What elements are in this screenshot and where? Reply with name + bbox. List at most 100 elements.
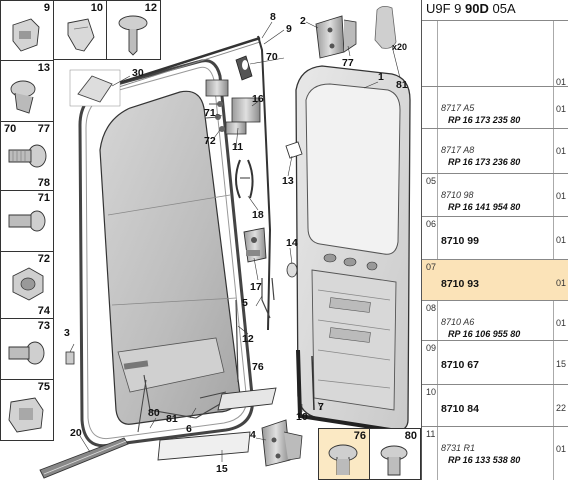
row-code: 8710 A6 (441, 317, 475, 327)
row-index: 08 (426, 303, 437, 313)
rivet-icon (380, 445, 408, 476)
callout-76[interactable]: 76 (252, 361, 264, 373)
callout-81[interactable]: 81 (396, 79, 408, 91)
callout-71[interactable]: 71 (204, 107, 216, 119)
callout-30[interactable]: 30 (132, 67, 144, 79)
row-reference[interactable]: RP 16 173 235 80 (448, 115, 521, 125)
callout-15[interactable]: 15 (216, 463, 228, 475)
part-number-76: 76 (353, 430, 366, 442)
callout-12[interactable]: 12 (242, 333, 254, 345)
callout-11[interactable]: 11 (232, 141, 244, 153)
table-row[interactable]: 08 8710 A6 RP 16 106 955 80 01 (422, 300, 568, 340)
callout-4[interactable]: 4 (250, 429, 256, 441)
row-reference[interactable]: RP 16 173 236 80 (448, 157, 521, 167)
callout-70[interactable]: 70 (266, 51, 278, 63)
door-exploded-view (39, 6, 411, 479)
table-row[interactable]: 01 (422, 20, 568, 87)
callout-72[interactable]: 72 (204, 135, 216, 147)
row-quantity: 01 (556, 146, 567, 156)
table-divider (437, 20, 438, 480)
callout-7[interactable]: 7 (318, 401, 324, 413)
row-quantity: 15 (556, 359, 567, 369)
row-reference[interactable]: RP 16 106 955 80 (448, 329, 521, 339)
part-number-12: 12 (144, 2, 157, 14)
callout-1[interactable]: 1 (378, 71, 384, 83)
row-code: 8731 R1 (441, 443, 476, 453)
thumb-part-10[interactable]: 10 (53, 0, 107, 60)
callout-6[interactable]: 6 (186, 423, 192, 435)
part-number-75: 75 (37, 381, 50, 393)
row-code: 8710 84 (441, 403, 479, 415)
callout-8[interactable]: 8 (270, 11, 276, 23)
part-number-77: 77 (37, 123, 50, 135)
row-index: 05 (426, 176, 437, 186)
part-number-80: 80 (404, 430, 417, 442)
part-number-73: 73 (37, 320, 50, 332)
row-code: 8710 99 (441, 235, 479, 247)
callout-80[interactable]: 80 (148, 407, 160, 419)
row-index: 06 (426, 219, 437, 229)
callout-18[interactable]: 18 (252, 209, 264, 221)
leader-lines (69, 21, 401, 462)
part-number-13: 13 (37, 62, 50, 74)
thumb-part-72-74[interactable]: 72 74 (0, 251, 54, 319)
thumb-part-73[interactable]: 73 (0, 318, 54, 380)
row-code: 8710 93 (441, 278, 479, 290)
table-row[interactable]: 8717 A8 RP 16 173 236 80 01 (422, 128, 568, 173)
callout-16[interactable]: 16 (252, 93, 264, 105)
row-quantity: 01 (556, 278, 567, 288)
callout-20[interactable]: 20 (70, 427, 82, 439)
callout-3[interactable]: 3 (64, 327, 70, 339)
thumb-part-12[interactable]: 12 (106, 0, 161, 60)
callout-9[interactable]: 9 (286, 23, 292, 35)
part-number-78: 78 (37, 177, 50, 189)
callout-10[interactable]: 10 (296, 411, 308, 423)
thumb-part-70-77-78[interactable]: 70 77 78 (0, 121, 54, 191)
row-quantity: 01 (556, 318, 567, 328)
row-index: 09 (426, 343, 437, 353)
thumb-part-9[interactable]: 9 (0, 0, 54, 61)
callout-x20: x20 (392, 42, 408, 52)
hinge-assembly (205, 79, 261, 135)
grommet-icon (10, 80, 36, 114)
callout-14[interactable]: 14 (286, 237, 298, 249)
thumb-part-76[interactable]: 76 (318, 428, 370, 480)
thumb-part-71[interactable]: 71 (0, 190, 54, 252)
thumb-part-13[interactable]: 13 (0, 60, 54, 122)
row-quantity: 01 (556, 235, 567, 245)
thumb-part-80[interactable]: 80 (369, 428, 421, 480)
row-code: 8717 A5 (441, 103, 475, 113)
lock-mechanism (243, 227, 267, 263)
part-number-9: 9 (43, 2, 50, 14)
header-prefix: U9F 9 (426, 1, 462, 16)
part-number-70: 70 (4, 123, 17, 135)
outer-door-panel (99, 90, 241, 425)
callout-2[interactable]: 2 (300, 15, 306, 27)
table-row[interactable]: 06 8710 99 01 (422, 216, 568, 259)
part-number-10: 10 (90, 2, 103, 14)
callout-77[interactable]: 77 (342, 57, 354, 69)
cage-nut-icon (8, 397, 44, 433)
row-index: 07 (426, 262, 437, 272)
callout-17[interactable]: 17 (250, 281, 262, 293)
clip-icon (12, 18, 40, 52)
header-bold: 90D (465, 1, 489, 16)
row-quantity: 22 (556, 403, 567, 413)
thumb-part-75[interactable]: 75 (0, 379, 54, 441)
row-reference[interactable]: RP 16 133 538 80 (448, 455, 521, 465)
callout-5[interactable]: 5 (242, 297, 248, 309)
row-code: 8717 A8 (441, 145, 475, 155)
callout-81-lower[interactable]: 81 (166, 413, 178, 425)
row-reference[interactable]: RP 16 141 954 80 (448, 202, 521, 212)
table-row[interactable]: 07 8710 93 01 (422, 259, 568, 300)
callout-13[interactable]: 13 (282, 175, 294, 187)
cable-bracket (69, 69, 121, 107)
plug-icon (67, 18, 95, 52)
